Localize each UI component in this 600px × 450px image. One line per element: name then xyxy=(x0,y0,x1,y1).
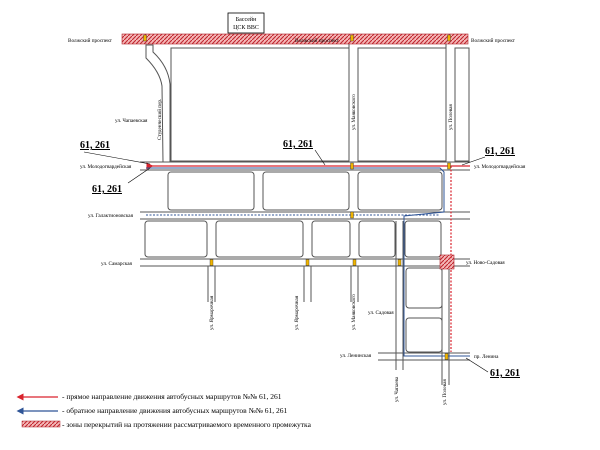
street-label-volzhsky-right: Волжский проспект xyxy=(471,37,516,44)
street-label-samarskaya: ул. Самарская xyxy=(101,261,133,267)
route-label-bottom-right: 61, 261 xyxy=(490,368,520,379)
block xyxy=(144,220,208,258)
block xyxy=(405,317,443,353)
route-label-center: 61, 261 xyxy=(283,139,313,150)
block xyxy=(167,171,255,211)
block xyxy=(404,220,442,258)
route-label-top-right: 61, 261 xyxy=(485,146,515,157)
street-label-chapaevskaya: ул. Чапаевская xyxy=(115,118,148,124)
street-label-yarmarochnaya-1: ул. Ярмарочная xyxy=(209,295,215,330)
legend-closure-label: - зоны перекрытий на протяжении рассматр… xyxy=(62,420,312,429)
street-label-studencheskiy: Студенческий пер. xyxy=(156,99,163,140)
street-label-molodogvardeyskaya-left: ул. Молодогвардейская xyxy=(80,163,132,170)
traffic-light-icon xyxy=(447,162,451,170)
traffic-light-icon xyxy=(444,353,449,360)
street-label-yarmarochnaya-2: ул. Ярмарочная xyxy=(294,295,300,330)
reverse-route-line xyxy=(146,167,470,357)
street-label-galaktionovskaya: ул. Галактионовская xyxy=(88,213,134,219)
street-label-lenina: пр. Ленина xyxy=(474,354,499,360)
block xyxy=(358,220,396,258)
block xyxy=(357,47,447,162)
street-label-volzhsky-left: Волжский проспект xyxy=(68,37,113,44)
street-label-polevaya-bottom: ул. Полевая xyxy=(442,379,448,405)
route-label-top-left: 61, 261 xyxy=(80,140,110,151)
traffic-light-icon xyxy=(397,259,402,266)
street-label-molodogvardeyskaya-right: ул. Молодогвардейская xyxy=(474,163,526,170)
route-label-below-left: 61, 261 xyxy=(92,184,122,195)
landmark-label-1: Бассейн xyxy=(236,16,257,23)
street-label-mayakovskogo-top: ул. Маяковского xyxy=(351,94,357,130)
block xyxy=(454,47,470,162)
traffic-light-icon xyxy=(143,34,147,42)
traffic-light-icon xyxy=(305,259,310,266)
block xyxy=(311,220,351,258)
block xyxy=(262,171,350,211)
street-label-volzhsky-center: Волжский проспект xyxy=(295,37,340,44)
block xyxy=(215,220,304,258)
traffic-light-icon xyxy=(350,211,354,219)
traffic-light-icon xyxy=(350,34,354,42)
landmark-box xyxy=(227,12,265,34)
landmark-label-2: ЦСК ВВС xyxy=(233,25,259,31)
street-label-polevaya-top: ул. Полевая xyxy=(448,104,454,130)
street-label-chapaeva: ул. Чапаева xyxy=(394,376,400,402)
traffic-light-icon xyxy=(209,259,214,266)
block xyxy=(357,171,443,211)
legend-closure-swatch xyxy=(21,420,61,428)
novo-sadovaya-closure-zone xyxy=(439,254,455,270)
block xyxy=(405,267,443,309)
street-label-sadovaya: ул. Садовая xyxy=(368,310,394,316)
volzhsky-closure-zone xyxy=(121,33,469,45)
street-label-leninskaya: ул. Ленинская xyxy=(340,353,372,359)
block xyxy=(170,47,350,162)
traffic-light-icon xyxy=(350,162,354,170)
traffic-light-icon xyxy=(447,34,451,42)
legend-reverse-label: - обратное направление движения автобусн… xyxy=(62,406,288,415)
street-label-novo-sadovaya: ул. Ново-Садовая xyxy=(466,260,505,266)
traffic-light-icon xyxy=(352,259,357,266)
street-label-mayakovskogo-bottom: ул. Маяковского xyxy=(351,294,357,330)
legend-forward-label: - прямое направление движения автобусных… xyxy=(62,392,282,401)
